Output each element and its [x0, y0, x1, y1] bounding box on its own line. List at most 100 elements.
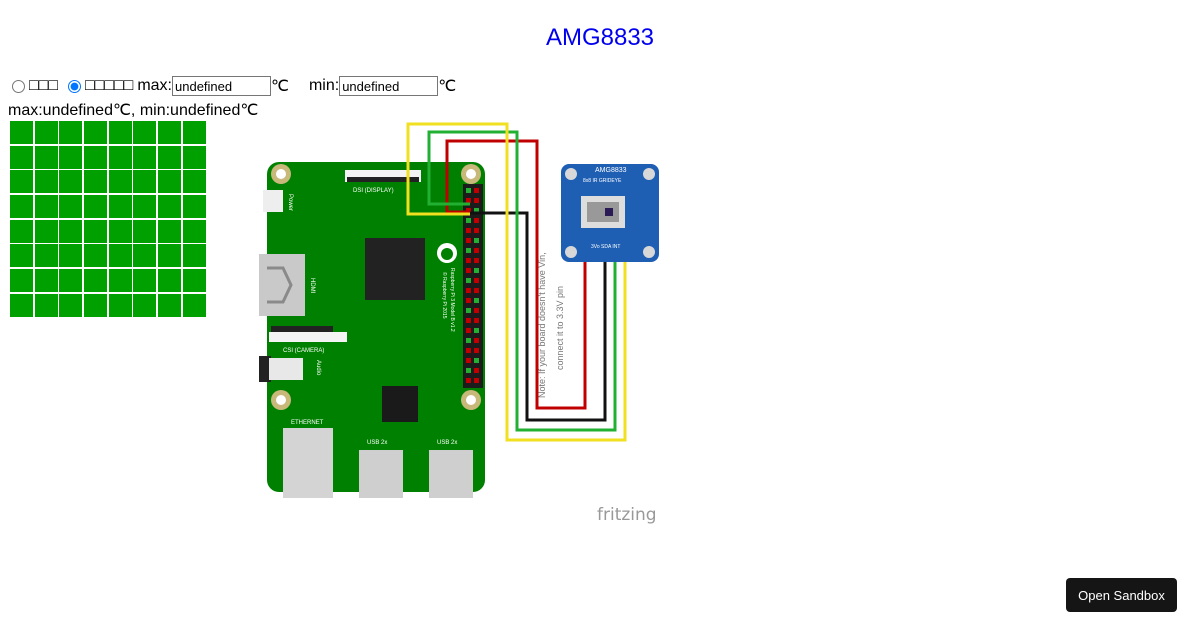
heatmap-cell	[59, 195, 83, 219]
gpio-pin	[474, 208, 479, 213]
heatmap-cell	[182, 121, 206, 144]
heatmap-cell	[158, 269, 182, 293]
heatmap-cell	[34, 269, 58, 293]
heatmap-cell	[59, 219, 83, 243]
heatmap-cell	[59, 145, 83, 169]
heatmap-cell	[108, 195, 132, 219]
heatmap-cell	[84, 293, 108, 317]
heatmap-cell	[34, 121, 58, 144]
heatmap-cell	[84, 219, 108, 243]
min-input[interactable]	[339, 76, 439, 96]
temperature-summary: max:undefined℃, min:undefined℃	[8, 100, 258, 120]
mode-b-radio[interactable]	[68, 79, 81, 93]
heatmap-cell	[10, 195, 33, 219]
heatmap-cell	[84, 269, 108, 293]
heatmap-cell	[133, 219, 157, 243]
gpio-pin	[474, 368, 479, 373]
wiring-diagram: DSI (DISPLAY) Power HDMI CSI (CAMERA) Au…	[259, 122, 659, 525]
heatmap-cell	[108, 145, 132, 169]
heatmap-cell	[108, 244, 132, 268]
mode-a-radio[interactable]	[12, 79, 25, 93]
gpio-pin	[474, 338, 479, 343]
gpio-pin	[466, 358, 471, 363]
mode-a-label: □□□	[29, 77, 58, 94]
heatmap-cell	[10, 269, 33, 293]
max-input[interactable]	[172, 76, 271, 96]
heatmap-cell	[10, 145, 33, 169]
heatmap-cell	[59, 121, 83, 144]
heatmap-cell	[10, 121, 33, 144]
heatmap-cell	[158, 121, 182, 144]
heatmap-cell	[182, 269, 206, 293]
sensor-pins-label: 3Vo SDA INT	[591, 244, 620, 250]
wire-green	[427, 130, 617, 432]
heatmap-cell	[182, 293, 206, 317]
gpio-pin	[474, 248, 479, 253]
heatmap-cell	[182, 145, 206, 169]
power-connector	[263, 190, 283, 212]
gpio-pin	[466, 378, 471, 383]
usb-port-1	[359, 450, 403, 498]
wire-yellow	[406, 122, 627, 442]
heatmap-cell	[108, 219, 132, 243]
heatmap-cell	[10, 219, 33, 243]
usb-label-2: USB 2x	[437, 440, 457, 446]
gpio-pin	[466, 328, 471, 333]
audio-label: Audio	[315, 360, 321, 376]
heatmap-cell	[158, 219, 182, 243]
heatmap-cell	[158, 195, 182, 219]
power-label: Power	[287, 194, 293, 211]
controls-bar: □□□ □□□□□ max: ℃ min: ℃	[10, 76, 456, 96]
gpio-pin	[474, 238, 479, 243]
heatmap-cell	[133, 244, 157, 268]
hdmi-label: HDMI	[309, 278, 315, 294]
heatmap-cell	[10, 244, 33, 268]
ethernet-label: ETHERNET	[291, 420, 324, 426]
note-line-2: connect it to 3.3V pin	[555, 286, 565, 370]
gpio-pin	[466, 188, 471, 193]
heatmap-cell	[34, 293, 58, 317]
note-line-1: Note: If your board doesn't have Vin,	[537, 252, 547, 398]
open-sandbox-button[interactable]: Open Sandbox	[1066, 578, 1177, 612]
max-unit: ℃	[271, 78, 289, 95]
heatmap-cell	[182, 195, 206, 219]
heatmap-cell	[182, 244, 206, 268]
heatmap-cell	[59, 170, 83, 194]
heatmap-cell	[158, 170, 182, 194]
heatmap-cell	[59, 244, 83, 268]
heatmap-cell	[84, 145, 108, 169]
usb-label-1: USB 2x	[367, 440, 387, 446]
heatmap-cell	[133, 293, 157, 317]
gpio-pin	[466, 298, 471, 303]
heatmap-cell	[10, 293, 33, 317]
heatmap-cell	[84, 195, 108, 219]
gpio-pin	[474, 308, 479, 313]
soc-chip	[365, 238, 425, 300]
heatmap-cell	[84, 244, 108, 268]
sensor-title: AMG8833	[595, 167, 627, 174]
fritzing-watermark: fritzing	[597, 505, 657, 525]
heatmap-cell	[108, 121, 132, 144]
gpio-pin	[474, 288, 479, 293]
heatmap-cell	[133, 269, 157, 293]
gpio-pin	[466, 198, 471, 203]
ethernet-port	[283, 428, 333, 498]
gpio-pin	[466, 228, 471, 233]
heatmap-cell	[108, 293, 132, 317]
heatmap-cell	[133, 145, 157, 169]
gpio-pin	[474, 378, 479, 383]
heatmap-grid	[10, 121, 206, 317]
gpio-pin	[474, 268, 479, 273]
gpio-header	[463, 184, 483, 388]
heatmap-cell	[10, 170, 33, 194]
heatmap-cell	[133, 195, 157, 219]
heatmap-cell	[34, 219, 58, 243]
heatmap-cell	[34, 145, 58, 169]
wire-red	[445, 139, 587, 410]
heatmap-cell	[133, 121, 157, 144]
model-label: Raspberry Pi 3 Model B v1.2	[449, 268, 455, 332]
gpio-pin	[474, 348, 479, 353]
gpio-pin	[474, 318, 479, 323]
usb-port-2	[429, 450, 473, 498]
gpio-pin	[466, 248, 471, 253]
